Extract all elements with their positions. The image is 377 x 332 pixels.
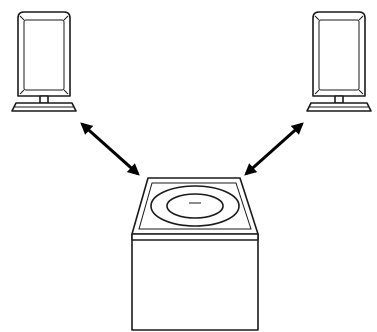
left-speaker (11, 11, 77, 112)
central-hub (131, 177, 259, 331)
hub-top-inner-rim (138, 182, 252, 230)
left-speaker-bevel (19, 15, 69, 95)
left-speaker-body (17, 11, 71, 97)
right-double-arrow (244, 122, 304, 176)
right-speaker-bevel (314, 15, 364, 95)
left-speaker-neck (39, 95, 49, 104)
right-speaker-body (312, 11, 366, 97)
left-double-arrow (80, 122, 140, 176)
right-speaker-neck (334, 95, 344, 104)
hub-dial-inner (166, 193, 224, 219)
hub-lip (131, 233, 259, 241)
right-speaker (306, 11, 372, 112)
hub-dial-outer (150, 185, 240, 227)
left-speaker-grille (23, 19, 65, 91)
right-speaker-grille (318, 19, 360, 91)
hub-body (131, 233, 259, 331)
